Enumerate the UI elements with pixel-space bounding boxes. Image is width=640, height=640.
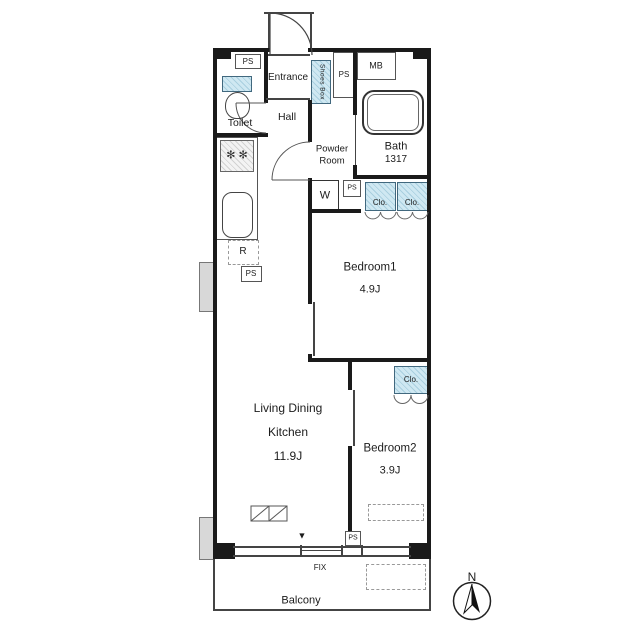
- wall-bath-left-b: [353, 165, 357, 179]
- powder-door-arc: [271, 141, 311, 181]
- bedroom2-furniture-outline: [368, 504, 424, 521]
- fix-window-label: FIX: [313, 563, 327, 572]
- shoes-box-label: Shoes Box: [318, 64, 326, 100]
- wall-top-right: [308, 48, 431, 52]
- entrance-label: Entrance: [267, 72, 309, 83]
- toilet-ps-shaft: [235, 54, 261, 69]
- window-line-inner: [233, 555, 411, 557]
- wall-corner-bottom-right: [409, 543, 431, 559]
- ldk-label-1: Living Dining: [253, 401, 323, 415]
- north-compass-icon: [452, 581, 492, 621]
- wall-top-left: [213, 48, 270, 52]
- kitchen-ps-label: PS: [245, 269, 257, 278]
- stove-burners: [220, 140, 254, 172]
- porch-canopy-line: [264, 12, 314, 14]
- toilet-ps-label: PS: [242, 57, 254, 66]
- window-line-outer: [233, 546, 411, 548]
- ldk-window-marker: ▼: [297, 530, 307, 541]
- wall-hall-right-b: [308, 178, 312, 304]
- bedroom2-label: Bedroom2: [363, 442, 417, 455]
- bedroom2-sliding-door: [353, 390, 355, 446]
- refrigerator-space: [228, 240, 259, 265]
- wall-toilet-bottom: [213, 133, 268, 137]
- powder-room-label-1: Powder: [315, 143, 349, 155]
- bedroom2-size-label: 3.9J: [379, 464, 401, 477]
- ldk-label-2: Kitchen: [267, 425, 309, 439]
- closet3-bifold-doors: [393, 394, 429, 404]
- hall-label: Hall: [277, 110, 297, 123]
- porch-wall-right: [310, 13, 312, 48]
- window-tick-3: [361, 545, 363, 557]
- bath-door-line: [355, 115, 356, 165]
- bath-label: Bath: [384, 140, 408, 153]
- washing-machine: [311, 180, 339, 211]
- bedroom1-closet-1: [365, 182, 396, 211]
- stove-symbol: ✻ ✻: [226, 149, 248, 162]
- bath-size-label: 1317: [384, 154, 408, 165]
- washer-label: W: [319, 189, 331, 202]
- bedroom1-label: Bedroom1: [343, 261, 397, 274]
- wall-bath-bottom: [353, 175, 431, 179]
- bottom-ps-shaft: [345, 531, 361, 546]
- toilet-bowl: [225, 92, 250, 119]
- kitchen-sink: [222, 192, 253, 238]
- floor-storage-hatch: [250, 505, 288, 522]
- kitchen-ps-shaft: [241, 266, 262, 282]
- north-label: N: [467, 570, 477, 584]
- meter-box-label: MB: [369, 60, 383, 71]
- fix-window-line: [300, 550, 341, 551]
- toilet-tank: [222, 76, 252, 92]
- ldk-size-label: 11.9J: [273, 449, 303, 463]
- bedroom1-sliding-door: [313, 302, 315, 356]
- balcony-right-line: [429, 559, 431, 611]
- wall-left: [213, 48, 217, 559]
- closet2-label: Clo.: [404, 198, 420, 207]
- bathtub-inner: [367, 94, 419, 131]
- bedroom2-closet: [394, 366, 428, 394]
- closet1-label: Clo.: [372, 198, 388, 207]
- wall-right: [427, 48, 431, 559]
- wall-bedroom2-left-a: [348, 362, 352, 390]
- closet1-bifold-doors: [364, 211, 429, 220]
- window-tick-2: [341, 545, 343, 557]
- window-tick-1: [300, 545, 302, 557]
- wall-hall-right-a: [308, 100, 312, 142]
- balcony-unit-outline: [366, 564, 426, 590]
- wall-corner-top-right: [413, 48, 431, 59]
- wall-bedroom2-left-b: [348, 446, 352, 545]
- shoes-box: [311, 60, 331, 104]
- bedroom1-size-label: 4.9J: [359, 283, 381, 296]
- wall-corner-bottom-left: [213, 543, 235, 559]
- meter-box: [357, 52, 396, 80]
- wall-corner-top-left: [213, 48, 231, 59]
- bedroom1-closet-2: [397, 182, 428, 211]
- balcony-bottom-line: [213, 609, 431, 611]
- entrance-door-arc: [269, 12, 313, 56]
- wall-toilet-right: [264, 48, 268, 103]
- toilet-label: Toilet: [227, 116, 253, 129]
- porch-wall-left: [268, 13, 270, 48]
- closet3-label: Clo.: [403, 375, 419, 384]
- entry-ps-label: PS: [338, 70, 350, 79]
- washer-ps-shaft: [343, 180, 361, 197]
- refrigerator-label: R: [239, 246, 247, 257]
- bottom-ps-label: PS: [348, 534, 358, 542]
- washer-ps-label: PS: [347, 184, 357, 192]
- balcony-label: Balcony: [281, 594, 321, 607]
- wall-bedroom1-bottom: [308, 358, 431, 362]
- wall-powder-bottom: [308, 209, 361, 213]
- entrance-threshold-line: [268, 54, 310, 56]
- entrance-step-line: [266, 98, 310, 100]
- wall-bath-left-a: [353, 48, 357, 115]
- powder-room-label-2: Room: [319, 155, 345, 167]
- balcony-left-line: [213, 559, 215, 611]
